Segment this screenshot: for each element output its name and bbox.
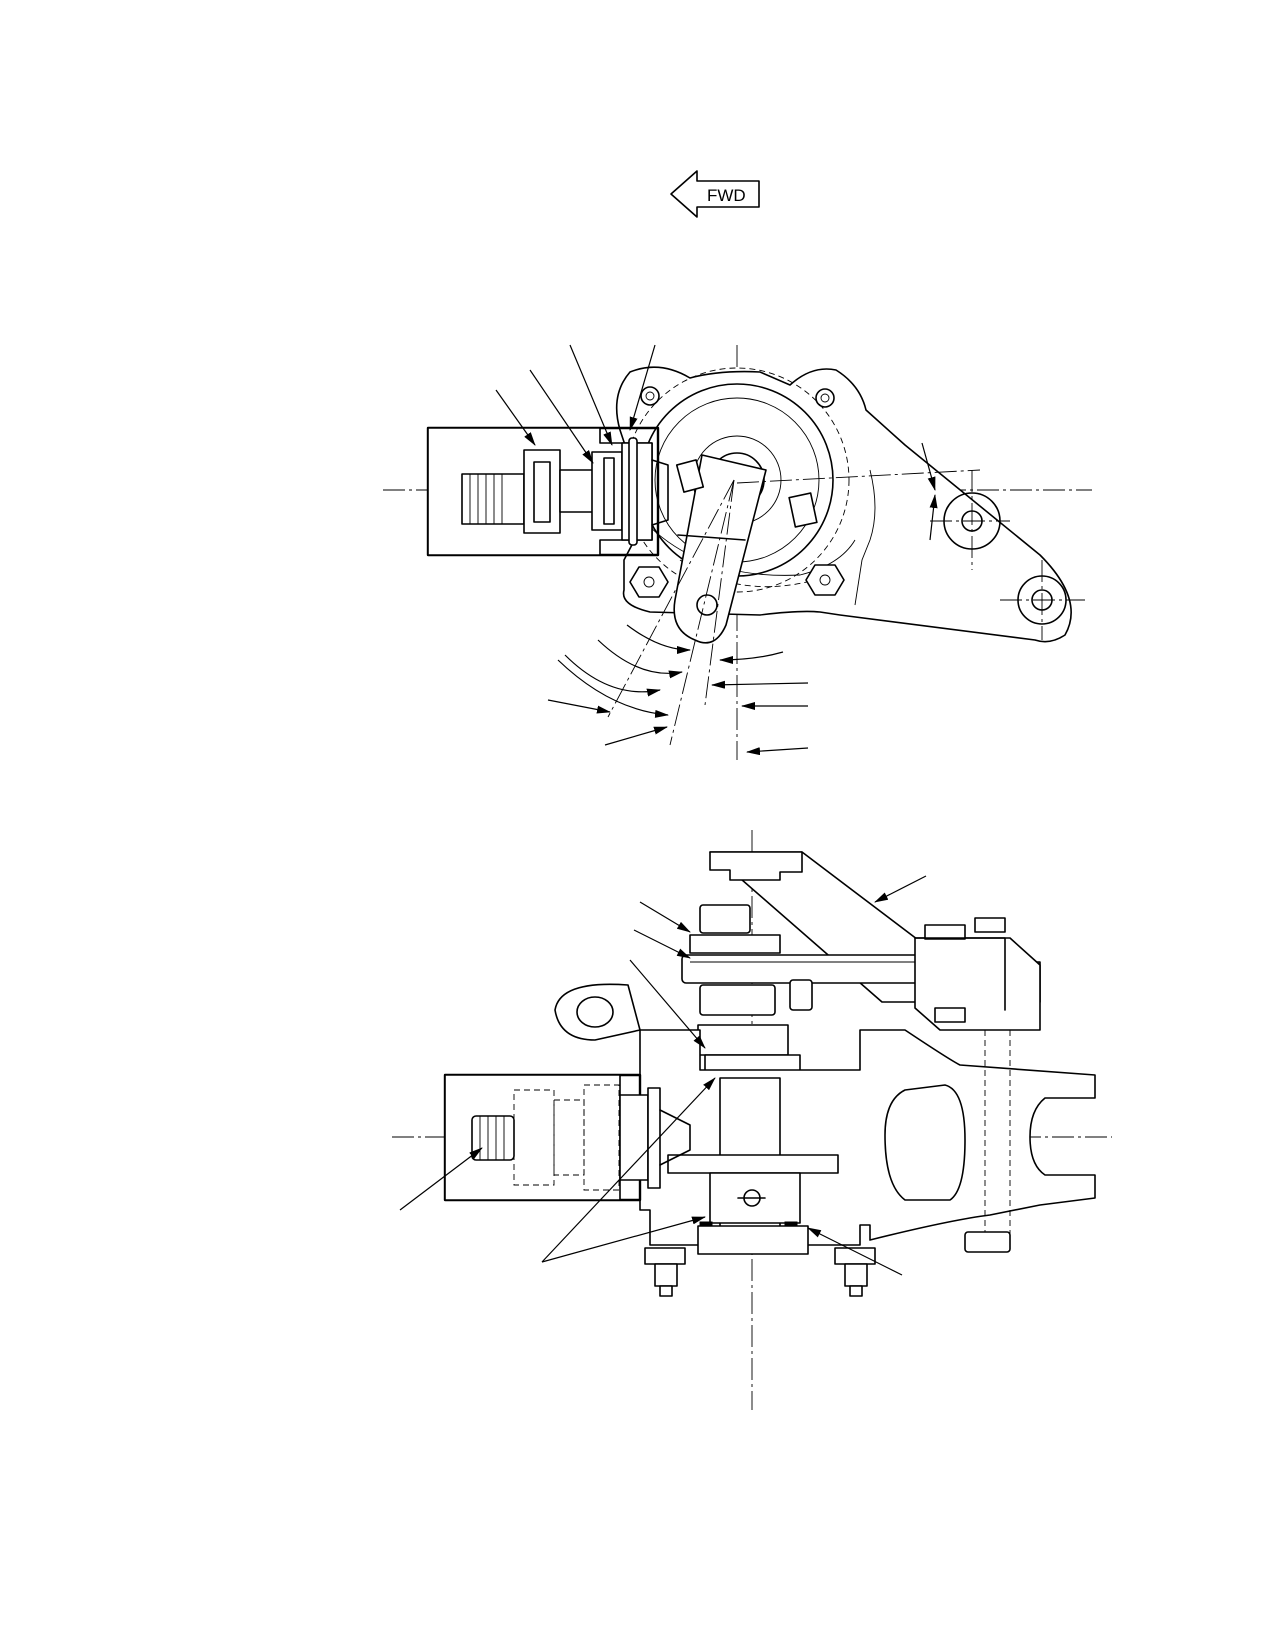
side-view (392, 830, 1112, 1410)
upper-nut-stack (689, 904, 813, 1079)
left-ear (554, 983, 641, 1041)
fwd-label: FWD (707, 186, 746, 205)
arrow-left-icon (670, 170, 760, 218)
actuator-arm (673, 454, 818, 644)
rod-end-clevis (914, 917, 1041, 1031)
leader-lines-top-view (495, 344, 809, 756)
lower-bolts (644, 1247, 876, 1297)
mount-bolt-holes (629, 386, 845, 598)
side-shaft-housing (443, 1073, 691, 1202)
pivot-lugs (930, 470, 1085, 640)
lower-collar (697, 1225, 809, 1255)
top-view (383, 344, 1092, 760)
angle-construction-lines (607, 479, 735, 746)
leader-lines-side-view (399, 875, 927, 1276)
fwd-indicator: FWD (670, 170, 760, 218)
shaft-assembly (426, 426, 669, 557)
